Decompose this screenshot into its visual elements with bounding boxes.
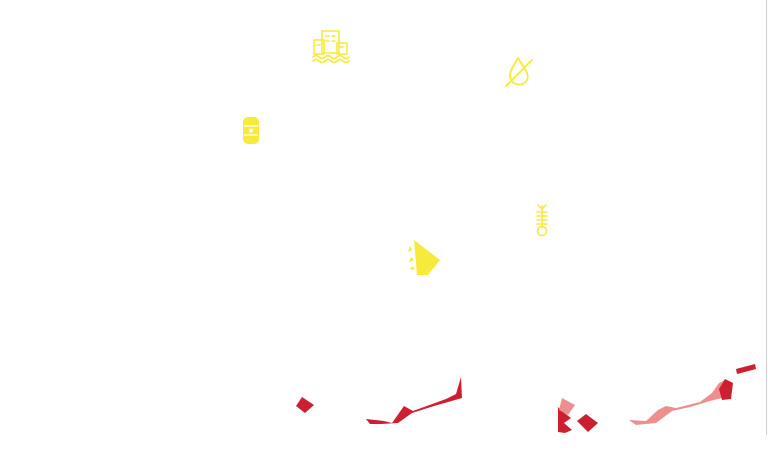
region-light-right-strip[interactable] (629, 380, 725, 425)
region-dark-right-tip[interactable] (736, 364, 756, 374)
region-dark-center-strip[interactable] (366, 377, 462, 424)
fish-skeleton-icon[interactable] (536, 204, 548, 237)
landslide-icon[interactable] (408, 240, 440, 275)
flooded-buildings-icon[interactable] (312, 30, 350, 64)
region-dark-right-small[interactable] (719, 379, 733, 400)
region-dark-pair-right[interactable] (577, 414, 598, 432)
barrel-icon[interactable] (243, 117, 259, 144)
region-dark-pair-left[interactable] (558, 407, 572, 433)
regions-layer (296, 364, 756, 433)
water-drop-slash-icon[interactable] (505, 57, 533, 87)
region-light-pair-top[interactable] (559, 398, 575, 415)
region-dark-left-fragment[interactable] (296, 397, 314, 413)
